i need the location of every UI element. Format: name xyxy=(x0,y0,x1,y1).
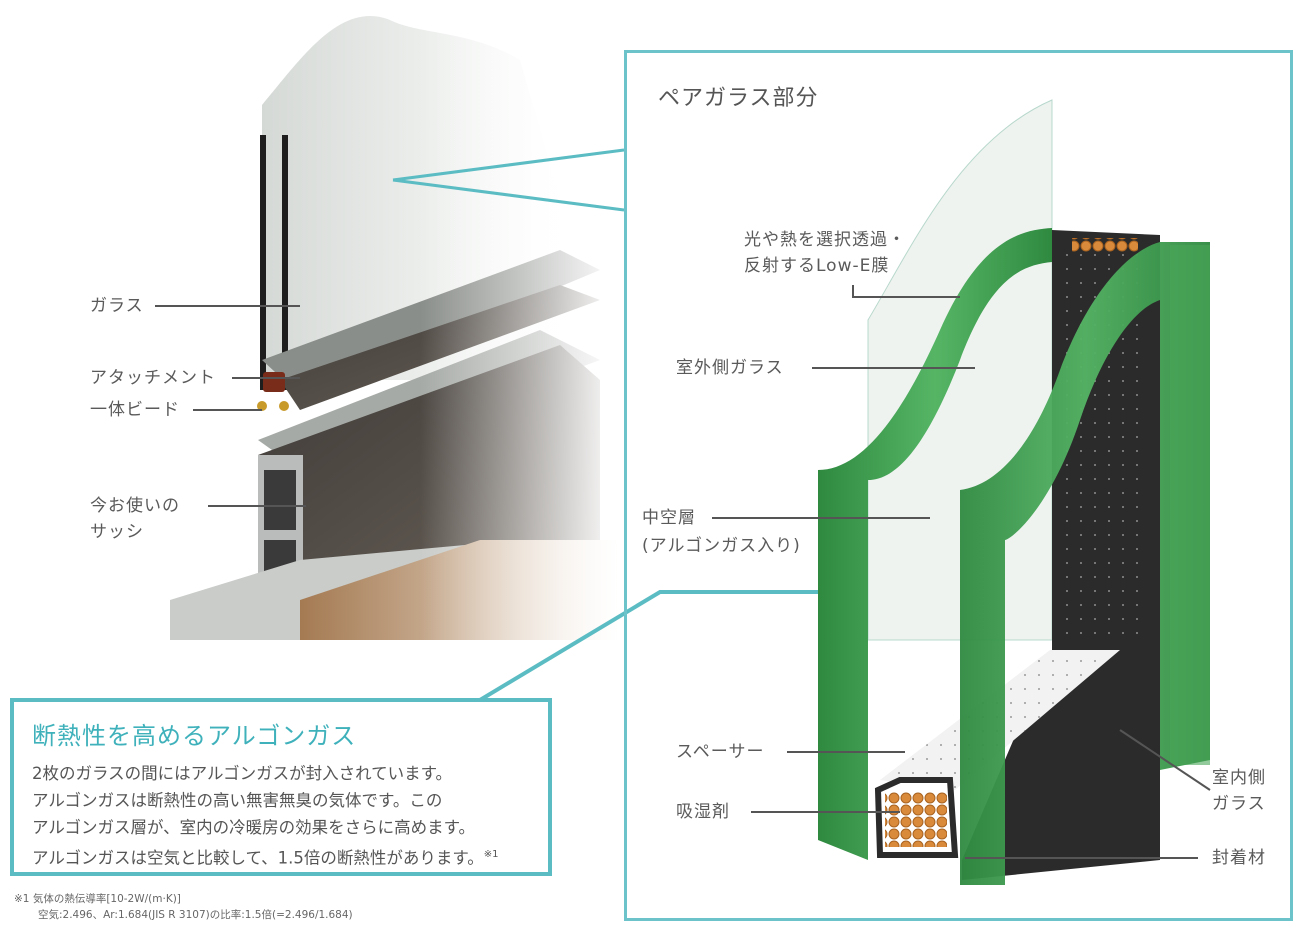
attachment-part xyxy=(263,372,285,392)
label-sash-line2: サッシ xyxy=(90,522,144,542)
label-attachment: アタッチメント xyxy=(90,368,216,388)
label-sash-line1: 今お使いの xyxy=(90,496,180,516)
top-desiccant-beads xyxy=(1072,238,1138,252)
inner-glass-side xyxy=(1170,245,1210,765)
callout-title: 断熱性を高めるアルゴンガス xyxy=(32,722,357,750)
sash-profile-hole xyxy=(264,470,296,530)
label-bead: 一体ビード xyxy=(90,400,180,420)
outer-glass-edge xyxy=(818,228,1052,860)
footnote: ※1 気体の熱伝導率[10-2W/(m·K)] 空気:2.496、Ar:1.68… xyxy=(14,891,353,923)
label-spacer: スペーサー xyxy=(676,742,765,762)
pair-glass-frame xyxy=(624,50,1293,921)
label-hollow-line2: (アルゴンガス入り) xyxy=(642,536,801,556)
label-lowe-line2: 反射するLow-E膜 xyxy=(744,256,890,276)
desiccant-beads xyxy=(885,792,947,847)
glass-edge-line xyxy=(260,135,266,390)
callout-line: アルゴンガス層が、室内の冷暖房の効果をさらに高めます。 xyxy=(32,818,476,837)
label-outer-glass: 室外側ガラス xyxy=(676,358,784,378)
label-inner-glass-line2: ガラス xyxy=(1212,794,1266,814)
footnote-mark: ※1 xyxy=(483,849,499,860)
label-hollow-line1: 中空層 xyxy=(642,508,696,528)
fade-overlay xyxy=(420,0,620,700)
zoom-connector xyxy=(392,178,625,212)
leader-line-inner-glass xyxy=(1119,729,1211,791)
callout-body: 2枚のガラスの間にはアルゴンガスが封入されています。 アルゴンガスは断熱性の高い… xyxy=(32,760,499,872)
callout-connector xyxy=(478,590,880,702)
label-desiccant: 吸湿剤 xyxy=(676,802,730,822)
pair-glass-title: ペアガラス部分 xyxy=(658,86,819,111)
glass-edge-line xyxy=(282,135,288,390)
callout-line-last: アルゴンガスは空気と比較して、1.5倍の断熱性があります。※1 xyxy=(32,841,499,872)
label-sealant: 封着材 xyxy=(1212,848,1266,868)
footnote-line1: ※1 気体の熱伝導率[10-2W/(m·K)] xyxy=(14,893,181,905)
callout-line: 2枚のガラスの間にはアルゴンガスが封入されています。 xyxy=(32,764,453,783)
label-inner-glass-line1: 室内側 xyxy=(1212,768,1266,788)
footnote-line2: 空気:2.496、Ar:1.684(JIS R 3107)の比率:1.5倍(=2… xyxy=(38,909,353,921)
label-glass: ガラス xyxy=(90,296,144,316)
callout-line: アルゴンガスは空気と比較して、1.5倍の断熱性があります。 xyxy=(32,848,484,868)
callout-line: アルゴンガスは断熱性の高い無害無臭の気体です。この xyxy=(32,791,443,810)
zoom-connector xyxy=(392,148,625,182)
bead-part xyxy=(279,401,289,411)
bead-part xyxy=(257,401,267,411)
leader-line-lowe xyxy=(852,285,960,298)
argon-callout-box: 断熱性を高めるアルゴンガス 2枚のガラスの間にはアルゴンガスが封入されています。… xyxy=(10,698,552,876)
label-lowe-line1: 光や熱を選択透過・ xyxy=(744,230,906,250)
